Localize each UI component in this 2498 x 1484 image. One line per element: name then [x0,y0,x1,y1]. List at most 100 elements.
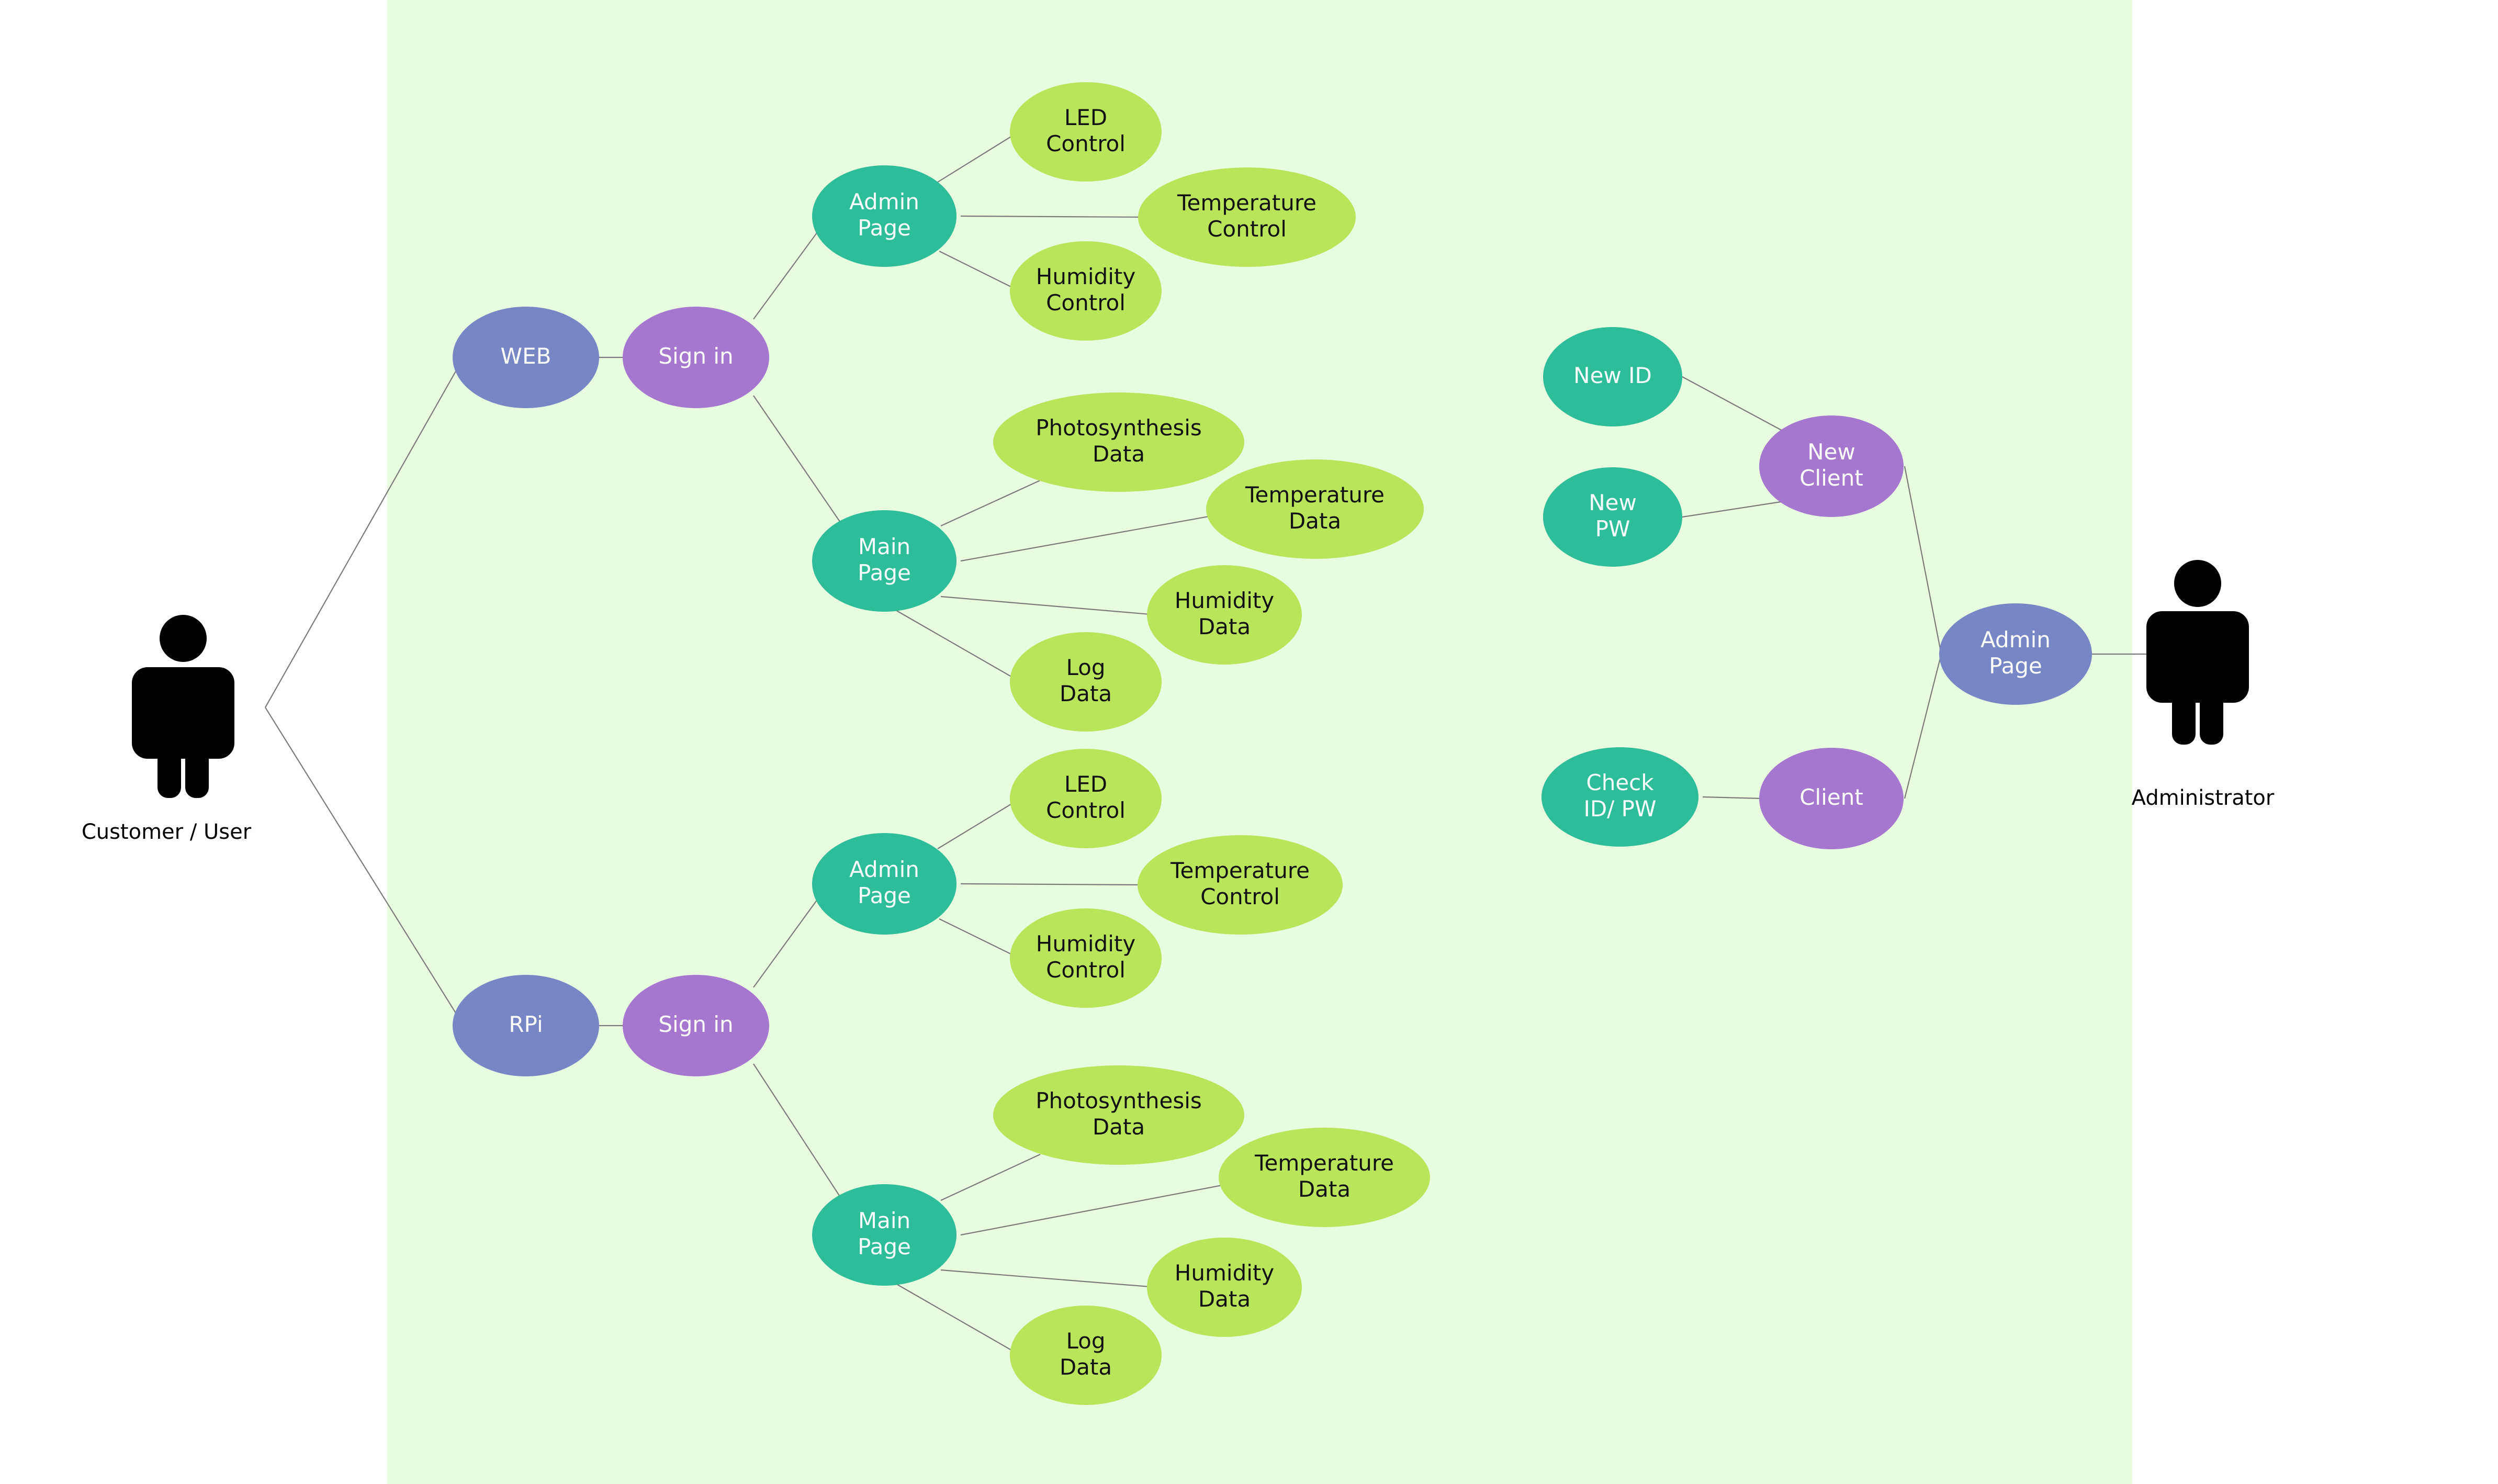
edge-rpi-admin-tempctl [960,883,1142,886]
edge-rpi-main-humdata [940,1269,1157,1288]
node-label-line: Data [1298,1176,1351,1202]
node-web-log-data-shape [1010,632,1162,732]
node-label-line: Page [858,215,911,241]
edge-web-admin-led [937,130,1021,183]
edge-check-client [1702,796,1764,800]
node-label-line: Control [1207,216,1287,242]
node-client[interactable]: Client [1759,748,1904,849]
node-label-line: Control [1200,884,1280,909]
edge-newid-newclient [1682,376,1785,432]
node-rpi-temperature-data-shape [1219,1128,1430,1227]
edge-rpi-main-log [894,1283,1021,1356]
node-web[interactable]: WEB [453,307,599,408]
node-web-led-control-shape [1010,82,1162,182]
edge-web-main-humdata [940,595,1157,616]
node-label-line: LED [1064,771,1107,797]
node-rpi-led-control-shape [1010,749,1162,848]
node-web-signin[interactable]: Sign in [623,307,769,408]
node-new-pw-shape [1543,467,1682,567]
node-web-humidity-control-shape [1010,241,1162,341]
edge-newclient-admpage [1904,466,1942,655]
node-label-line: Control [1046,797,1126,823]
node-rpi-signin[interactable]: Sign in [623,975,769,1076]
edge-web-admin-humctl [939,251,1020,291]
edge-web-admin-tempctl [960,215,1147,218]
node-web-photosynthesis-data-shape [993,392,1244,492]
node-label-line: Control [1046,131,1126,156]
edge-rpi-main-tempdata [960,1184,1225,1236]
edge-newpw-newclient [1682,500,1785,518]
node-label-line: LED [1064,105,1107,130]
connector-lines [265,130,2151,1356]
node-label-line: Main [858,1208,910,1233]
node-rpi[interactable]: RPi [453,975,599,1076]
node-label-line: Log [1066,1328,1105,1354]
node-label-line: Log [1066,655,1105,680]
edge-rpi-signin-admin [753,887,826,988]
edge-web-signin-admin [753,220,826,320]
node-rpi-photosynthesis-data-shape [993,1065,1244,1165]
node-client-label: Client [1799,784,1863,810]
customer-label: Customer / User [82,820,252,844]
edge-web-signin-main [753,395,843,526]
node-label-line: Page [858,883,911,908]
node-rpi-admin-page-shape [812,833,957,935]
node-label-line: Control [1046,290,1126,316]
actor-customer: Customer / User [82,615,252,844]
edge-rpi-admin-humctl [939,918,1020,959]
edge-rpi-admin-led [937,798,1021,849]
node-label-line: RPi [509,1011,543,1037]
node-web-label: WEB [501,343,552,369]
node-web-shape [453,307,599,408]
node-label-line: Data [1060,681,1112,706]
actor-administrator: Administrator [2132,560,2275,810]
node-label-line: Temperature [1254,1150,1394,1176]
node-rpi-signin-label: Sign in [658,1011,733,1037]
node-rpi-shape [453,975,599,1076]
node-label-line: Data [1198,614,1251,639]
edge-rpi-main-photo [940,1154,1041,1201]
node-label-line: New ID [1573,363,1652,388]
node-label-line: Humidity [1036,264,1135,289]
node-label-line: Humidity [1175,1260,1274,1286]
node-label-line: Sign in [658,343,733,369]
node-new-id[interactable]: New ID [1543,327,1682,426]
node-label-line: PW [1595,516,1630,542]
